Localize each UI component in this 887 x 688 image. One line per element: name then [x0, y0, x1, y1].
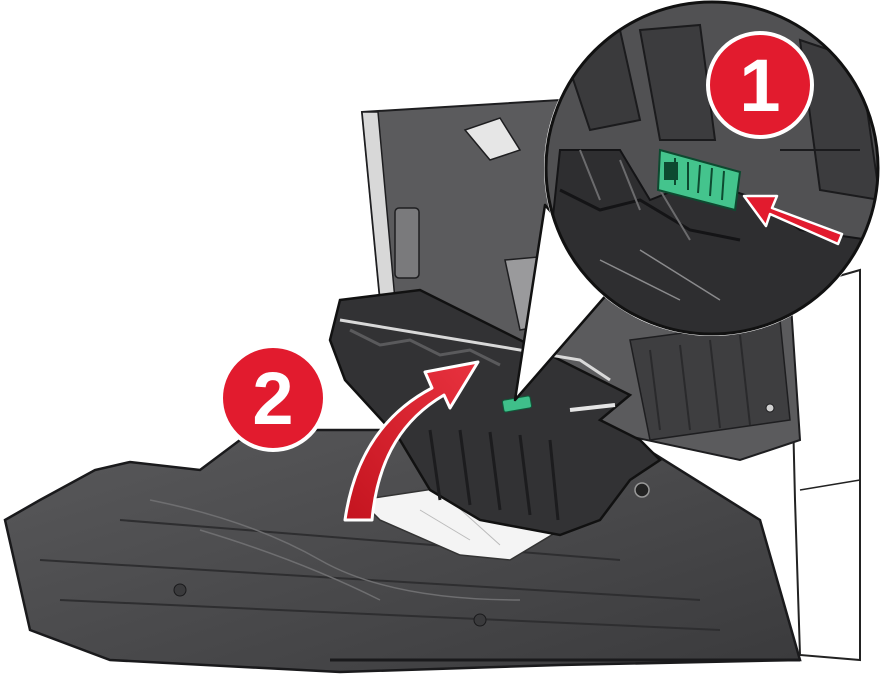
step-1-number: 1: [739, 44, 780, 127]
step-2-number: 2: [252, 357, 293, 440]
printer-side-panel: [788, 268, 861, 662]
step-1-badge: 1: [706, 31, 814, 139]
green-release-tab: [656, 148, 742, 212]
step-2-badge: 2: [219, 344, 327, 452]
transfer-unit: [328, 288, 662, 537]
open-front-door: [3, 418, 802, 674]
straight-arrow: [742, 194, 844, 246]
zoom-detail-circle: [544, 0, 880, 336]
curved-arrow: [343, 360, 480, 522]
